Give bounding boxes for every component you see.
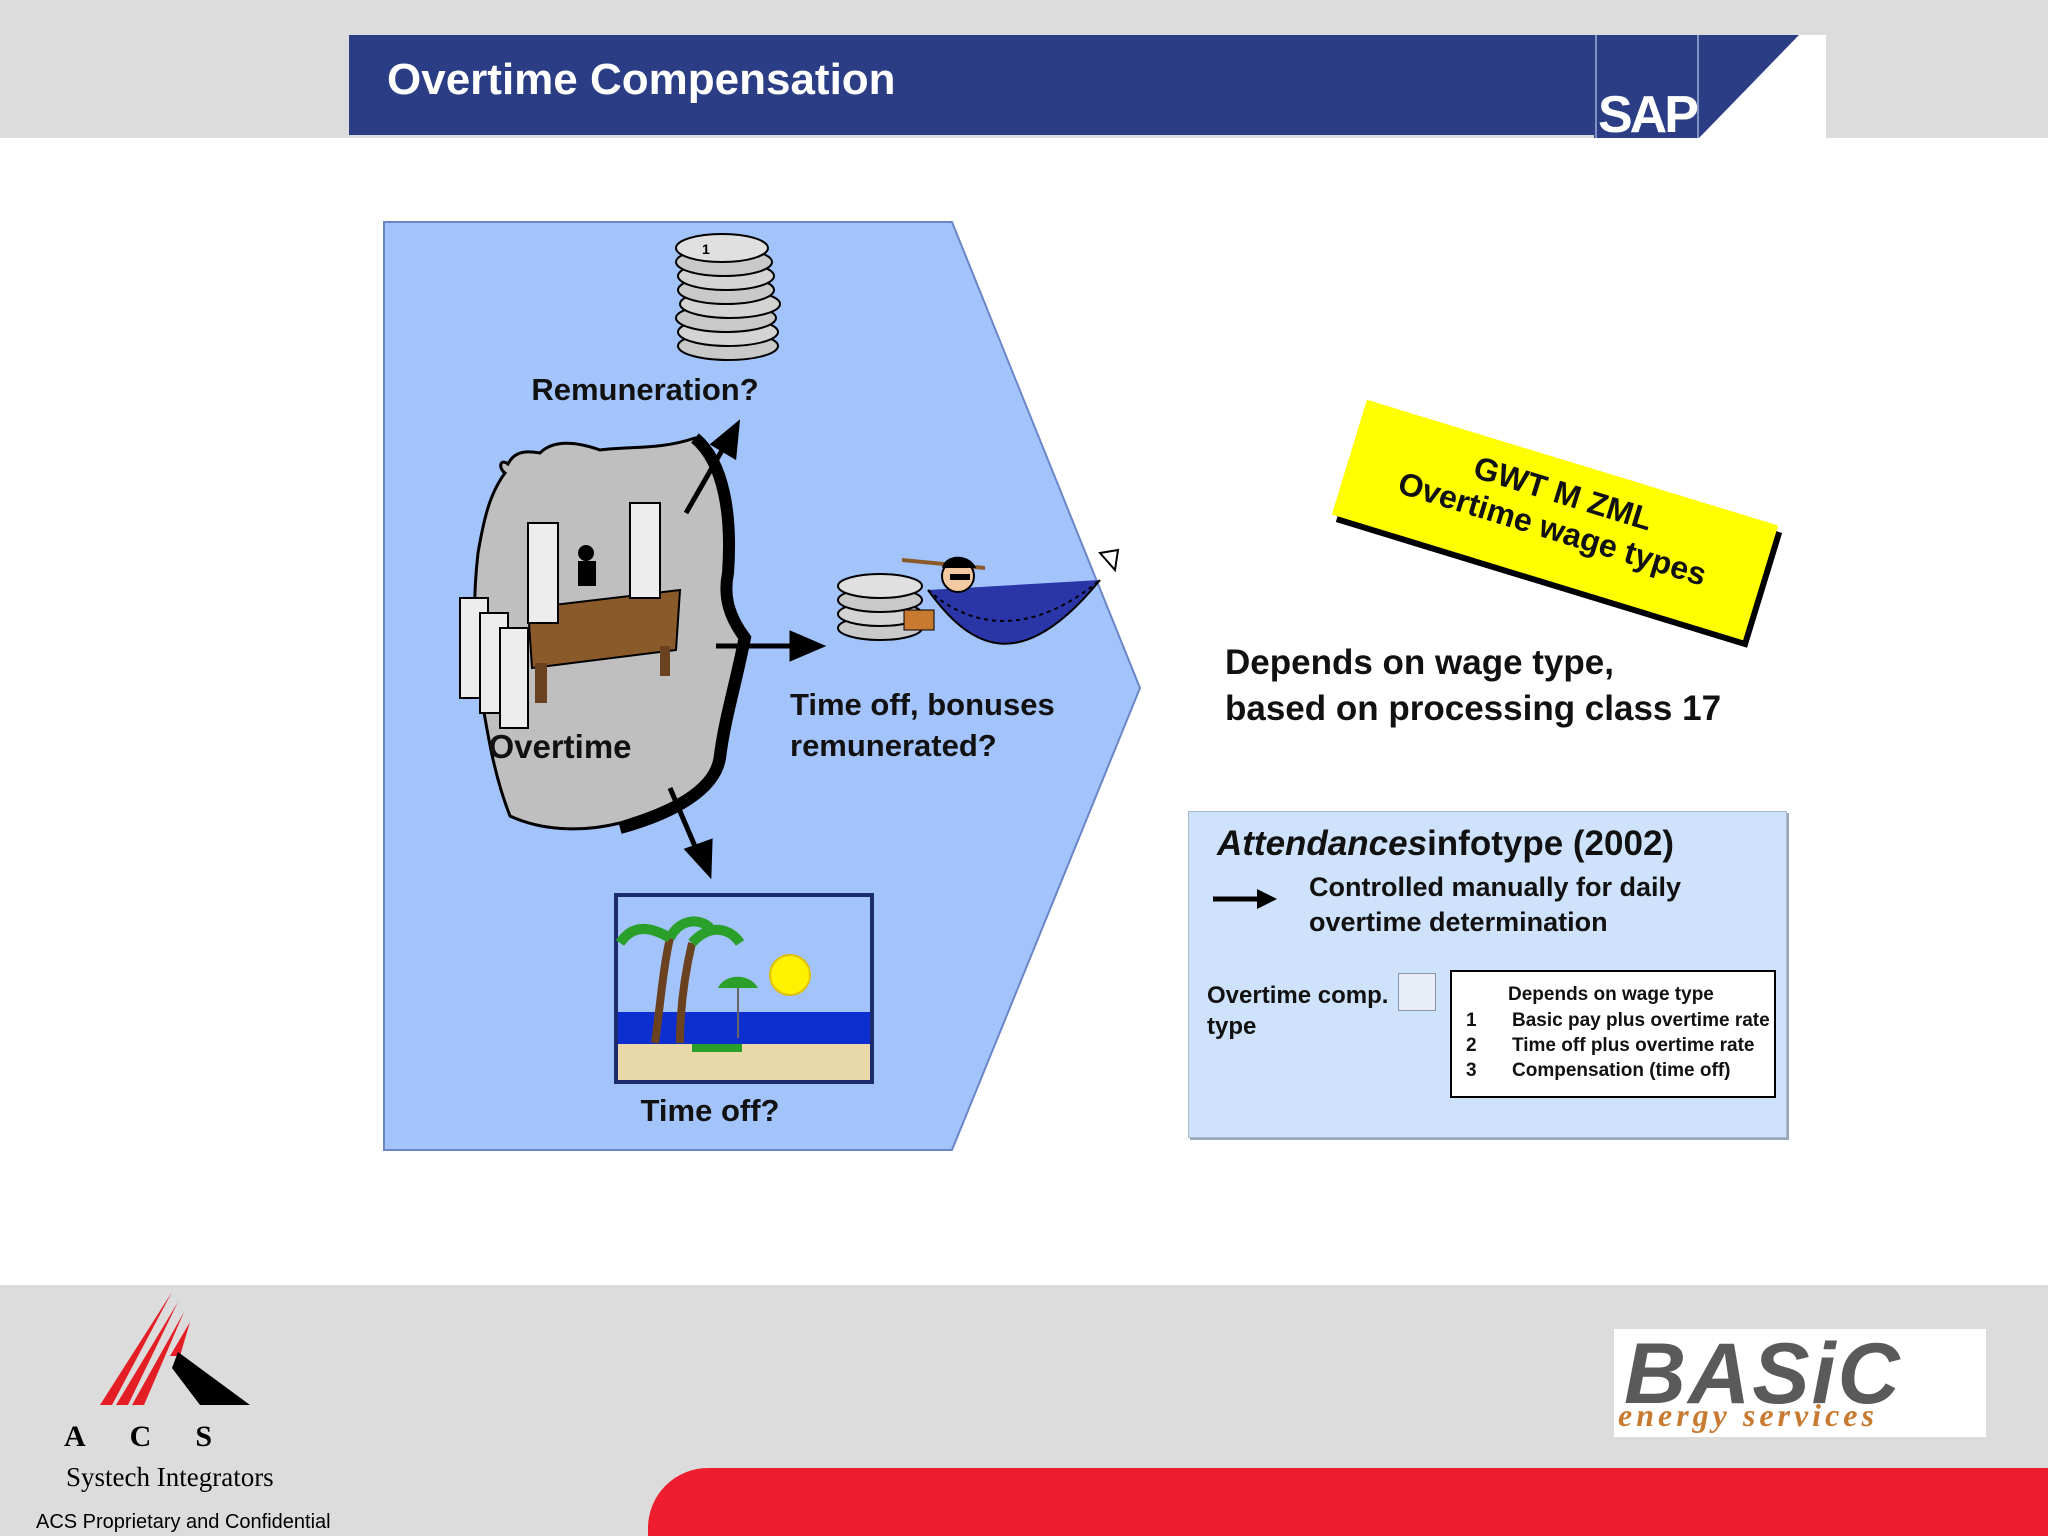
- option-row[interactable]: 2 Time off plus overtime rate: [1466, 1035, 1755, 1057]
- controlled-line-2: overtime determination: [1309, 907, 1608, 937]
- option-text: Compensation (time off): [1512, 1060, 1731, 1081]
- coin-stack-icon: 1: [675, 233, 781, 361]
- option-num: 1: [1466, 1010, 1477, 1031]
- overtime-comp-field[interactable]: [1398, 973, 1436, 1011]
- wage-types-callout: GWT M ZML Overtime wage types: [1331, 399, 1779, 641]
- red-footer-bar: [648, 1468, 2048, 1536]
- option-text: Time off plus overtime rate: [1512, 1035, 1755, 1056]
- attendances-title-rest: infotype (2002): [1427, 824, 1675, 863]
- option-num: 3: [1466, 1060, 1477, 1081]
- depends-line-2: based on processing class 17: [1225, 689, 1722, 728]
- timeoff-bonus-label-1: Time off, bonuses: [790, 687, 1055, 722]
- overtime-comp-options: Depends on wage type 1 Basic pay plus ove…: [1450, 970, 1776, 1098]
- overtime-label: Overtime: [488, 728, 631, 765]
- beach-picture-icon: [614, 893, 874, 1084]
- option-num: 2: [1466, 1035, 1477, 1056]
- controlled-line-1: Controlled manually for daily: [1309, 872, 1682, 902]
- svg-text:1: 1: [702, 241, 710, 257]
- attendances-title: Attendancesinfotype (2002): [1217, 824, 1674, 864]
- attendances-panel: Attendancesinfotype (2002) Controlled ma…: [1188, 811, 1787, 1138]
- remuneration-label: Remuneration?: [531, 372, 758, 407]
- depends-line-1: Depends on wage type,: [1225, 643, 1614, 682]
- option-text: Basic pay plus overtime rate: [1512, 1010, 1770, 1031]
- hammock-icon: [837, 548, 1120, 645]
- overtime-comp-label: Overtime comp. type: [1207, 980, 1388, 1042]
- basic-tagline: energy services: [1618, 1397, 1878, 1433]
- arrows: [667, 419, 827, 880]
- depends-text: Depends on wage type, based on processin…: [1225, 640, 1721, 732]
- overtime-comp-label-1: Overtime comp.: [1207, 982, 1389, 1009]
- acs-confidential: ACS Proprietary and Confidential: [36, 1511, 331, 1533]
- sap-logo: SAP: [1594, 35, 1826, 138]
- title-bar: Overtime Compensation: [349, 35, 1826, 135]
- acs-logo-icon: [100, 1292, 250, 1405]
- timeoff-bonus-label-2: remunerated?: [790, 728, 997, 763]
- right-arrow-icon: [1213, 889, 1277, 909]
- controlled-text: Controlled manually for daily overtime d…: [1309, 870, 1681, 940]
- acs-subtitle: Systech Integrators: [66, 1462, 274, 1492]
- overtime-comp-label-2: type: [1207, 1013, 1257, 1040]
- basic-logo: BASiC energy services: [1614, 1326, 1986, 1437]
- basic-brand: BASiC: [1624, 1326, 1902, 1422]
- option-row[interactable]: 3 Compensation (time off): [1466, 1060, 1731, 1082]
- svg-text:SAP: SAP: [1598, 86, 1697, 138]
- acs-letters: ACS: [64, 1420, 257, 1453]
- overtime-diagram: 1: [383, 221, 1142, 1151]
- overtime-blob-icon: [459, 433, 752, 834]
- timeoff-label: Time off?: [641, 1093, 780, 1128]
- attendances-title-italic: Attendances: [1217, 824, 1428, 863]
- slide-title: Overtime Compensation: [387, 55, 896, 104]
- option-row[interactable]: 1 Basic pay plus overtime rate: [1466, 1010, 1770, 1032]
- options-header: Depends on wage type: [1508, 984, 1714, 1005]
